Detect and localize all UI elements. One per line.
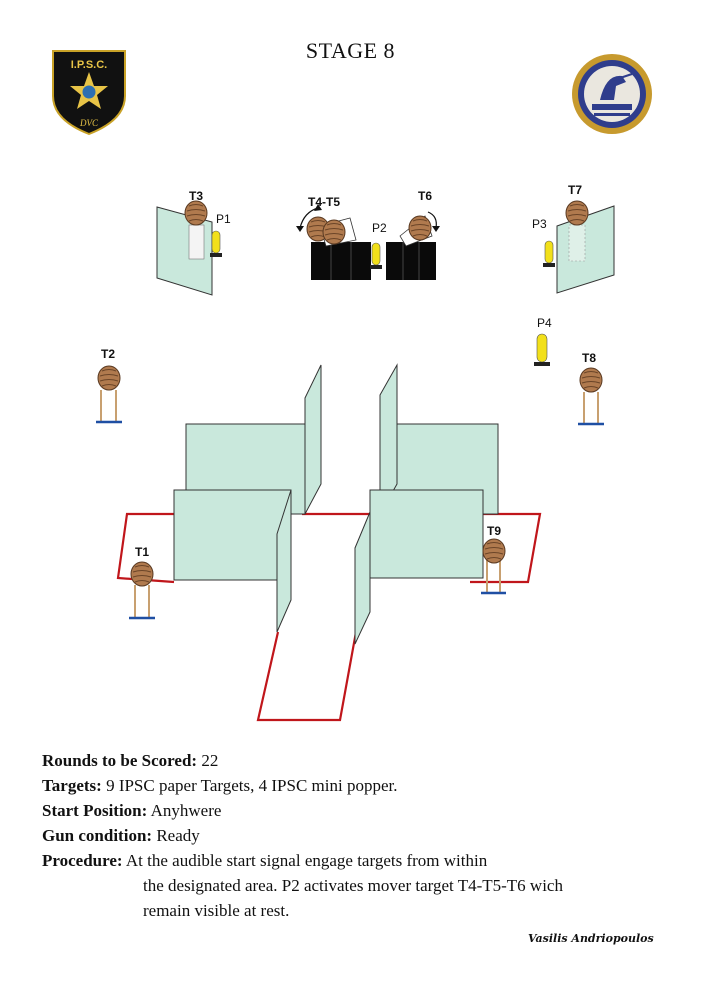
target-t2: T2 bbox=[96, 347, 122, 424]
procedure-line-1: At the audible start signal engage targe… bbox=[122, 851, 488, 870]
svg-text:T2: T2 bbox=[101, 347, 115, 361]
svg-text:T8: T8 bbox=[582, 351, 596, 365]
target-t1: T1 bbox=[129, 545, 155, 620]
svg-text:I.P.S.C.: I.P.S.C. bbox=[71, 59, 107, 71]
procedure-label: Procedure: bbox=[42, 851, 123, 870]
target-t7: T7 bbox=[565, 183, 589, 226]
procedure-row: Procedure: At the audible start signal e… bbox=[42, 848, 682, 873]
author-signature: Vasilis Andriopoulos bbox=[528, 932, 654, 945]
svg-text:P1: P1 bbox=[216, 212, 231, 226]
back-right-wall bbox=[556, 205, 615, 294]
rounds-row: Rounds to be Scored: 22 bbox=[42, 748, 682, 773]
popper-p1: P1 bbox=[210, 212, 231, 257]
federation-logo bbox=[572, 54, 652, 134]
gun-value: Ready bbox=[152, 826, 200, 845]
center-left-walls bbox=[173, 364, 322, 633]
target-t3: T3 bbox=[184, 189, 208, 226]
target-t9: T9 bbox=[481, 524, 506, 595]
stage-title: STAGE 8 bbox=[305, 38, 396, 63]
targets-row: Targets: 9 IPSC paper Targets, 4 IPSC mi… bbox=[42, 773, 682, 798]
rounds-value: 22 bbox=[197, 751, 219, 770]
targets-label: Targets: bbox=[42, 776, 102, 795]
svg-text:T9: T9 bbox=[487, 524, 501, 538]
popper-p4: P4 bbox=[534, 316, 552, 366]
procedure-line-3: remain visible at rest. bbox=[143, 901, 290, 920]
ipsc-logo: I.P.S.C. DVC bbox=[52, 50, 126, 136]
target-t6: T6 bbox=[408, 189, 440, 241]
gun-label: Gun condition: bbox=[42, 826, 153, 845]
svg-text:P3: P3 bbox=[532, 217, 547, 231]
svg-text:P4: P4 bbox=[537, 316, 552, 330]
svg-text:P2: P2 bbox=[372, 221, 387, 235]
rounds-label: Rounds to be Scored: bbox=[42, 751, 198, 770]
svg-text:T6: T6 bbox=[418, 189, 432, 203]
popper-p2: P2 bbox=[370, 221, 387, 269]
svg-text:T7: T7 bbox=[568, 183, 582, 197]
popper-p3: P3 bbox=[532, 217, 555, 267]
start-label: Start Position: bbox=[42, 801, 148, 820]
svg-text:T1: T1 bbox=[135, 545, 149, 559]
svg-text:T4-T5: T4-T5 bbox=[308, 195, 340, 209]
svg-text:DVC: DVC bbox=[79, 118, 99, 128]
procedure-line-2: the designated area. P2 activates mover … bbox=[143, 876, 563, 895]
target-t8: T8 bbox=[578, 351, 604, 426]
target-t4-t5: T4-T5 bbox=[296, 195, 346, 245]
gun-row: Gun condition: Ready bbox=[42, 823, 682, 848]
start-value: Anyhwere bbox=[147, 801, 222, 820]
stage-briefing: Rounds to be Scored: 22 Targets: 9 IPSC … bbox=[42, 748, 682, 923]
start-row: Start Position: Anyhwere bbox=[42, 798, 682, 823]
stage-diagram: T3 P1 T4-T5 P2 T6 bbox=[96, 183, 615, 722]
center-right-walls bbox=[354, 363, 499, 645]
svg-text:T3: T3 bbox=[189, 189, 203, 203]
targets-value: 9 IPSC paper Targets, 4 IPSC mini popper… bbox=[101, 776, 398, 795]
